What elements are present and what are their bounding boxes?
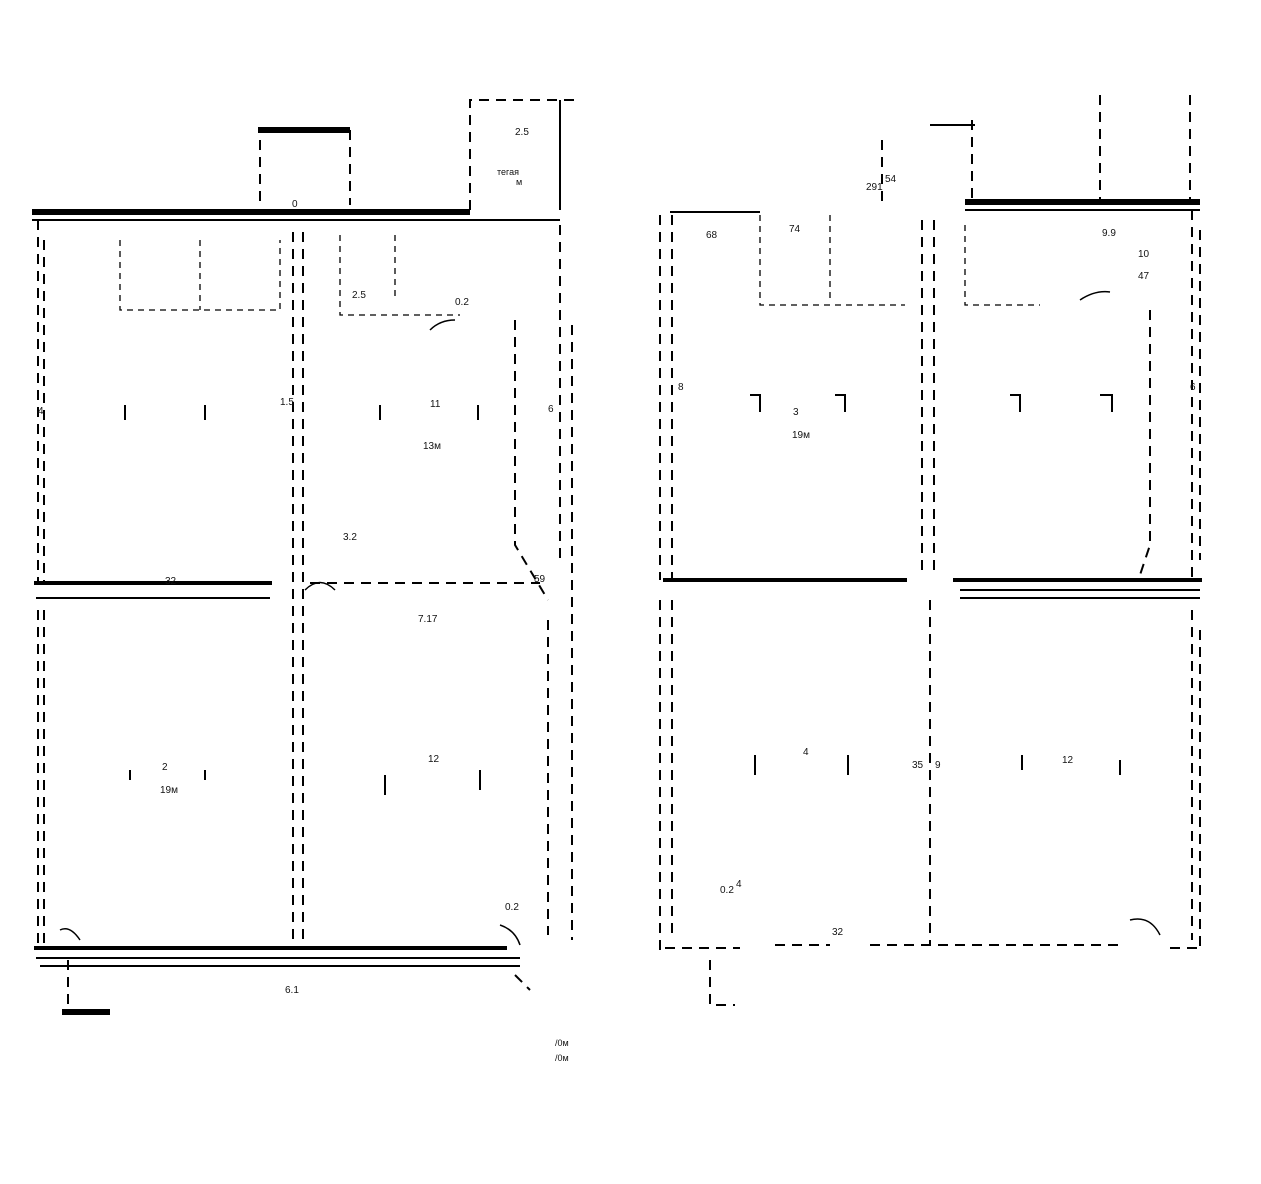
dimension-label: 35 [912,760,924,771]
room-12-number: 12 [428,754,440,765]
room-10-number: 10 [1138,249,1150,260]
door-arc [1129,918,1161,936]
dimension-label: 291 [866,182,883,193]
dimension-label: 0.2 [720,885,734,896]
room-10-area: 47 [1138,271,1150,282]
dimension-label: 3.2 [343,532,357,543]
door-arc [304,581,336,591]
room-3-area: 19м [792,430,810,441]
stair-room-area: м [516,177,522,187]
dimension-label: 4 [736,879,742,890]
right-floor-plan: 3 19м 4 12 10 47 291 54 68 74 9.9 8 6 0.… [659,95,1202,1006]
dimension-label: 74 [789,224,801,235]
dimension-label: 4 [38,406,44,417]
stair-room-label: тегая [497,167,519,177]
footer-note: /0м [555,1038,569,1048]
dimension-label: 6 [548,404,554,415]
dimension-label: 0.2 [455,297,469,308]
dimension-label: 9 [935,760,941,771]
dimension-label: 6.1 [285,985,299,996]
dimension-label: 2.5 [352,290,366,301]
dimension-label: 54 [885,174,897,185]
dimension-label: 8 [678,382,684,393]
dimension-label: 59 [534,574,546,585]
dimension-label: 32 [165,576,177,587]
dimension-label: 6 [1190,382,1196,393]
room-2-area: 19м [160,785,178,796]
dimension-label: 2.5 [515,127,529,138]
dimension-label: 7.17 [418,614,438,625]
room-11-area: 13м [423,441,441,452]
room-2-number: 2 [162,762,168,773]
room-3-number: 3 [793,407,799,418]
dimension-label: 68 [706,230,718,241]
dimension-label: 0.2 [505,902,519,913]
room-11-number: 11 [430,399,441,410]
footer-note: /0м [555,1053,569,1063]
room-12-number: 12 [1062,755,1074,766]
dimension-label: 1.5 [280,397,294,408]
dimension-label: 9.9 [1102,228,1116,239]
dimension-label: 0 [292,199,298,210]
dimension-label: 32 [832,927,844,938]
left-floor-plan: 11 13м 2 19м 12 тегая м 2.5 0 59 0.2 3.2… [32,99,575,1063]
room-4-number: 4 [803,747,809,758]
